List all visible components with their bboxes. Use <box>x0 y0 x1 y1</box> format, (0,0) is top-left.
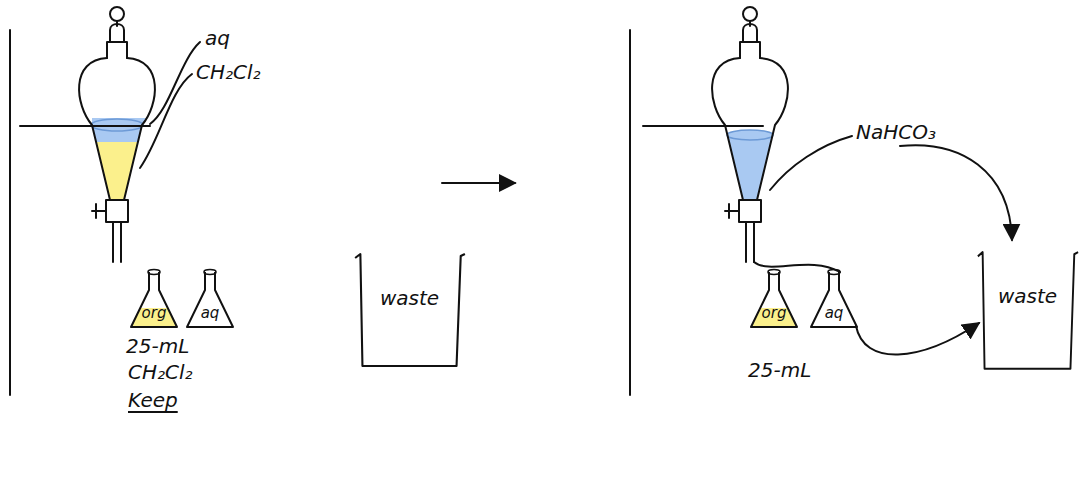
ring-stand-rod <box>629 30 631 395</box>
beaker-outline <box>352 250 467 370</box>
container-label: org <box>748 304 800 322</box>
erlenmeyer-flask: aq <box>184 268 236 330</box>
container-label: aq <box>184 304 236 322</box>
ring-stand-rod <box>9 30 11 395</box>
layer-label: aq <box>205 26 230 50</box>
container-label: waste <box>352 286 467 310</box>
solvent-note: CH₂Cl₂ <box>128 360 193 384</box>
separatory-funnel <box>20 7 200 262</box>
waste-beaker: waste <box>352 250 467 370</box>
ring-clamp <box>20 125 150 127</box>
volume-note: 25-mL <box>748 358 811 382</box>
beaker-outline <box>975 248 1080 373</box>
keep-note: Keep <box>128 388 178 412</box>
volume-note: 25-mL <box>126 334 189 358</box>
step-arrow <box>442 182 515 184</box>
erlenmeyer-flask: org <box>748 268 800 330</box>
container-label: aq <box>808 304 860 322</box>
drain-line <box>754 262 840 272</box>
layer-label: NaHCO₃ <box>856 120 936 144</box>
leader-line <box>140 74 192 168</box>
separatory-funnel <box>643 7 788 262</box>
waste-beaker: waste <box>975 248 1080 373</box>
container-label: org <box>128 304 180 322</box>
discard-arrow <box>900 145 1012 240</box>
transfer-arrow <box>856 323 979 355</box>
container-label: waste <box>975 284 1080 308</box>
ring-clamp <box>643 125 763 127</box>
layer-label: CH₂Cl₂ <box>196 60 261 84</box>
leader-line <box>770 136 852 190</box>
leader-line <box>150 42 200 124</box>
erlenmeyer-flask: aq <box>808 268 860 330</box>
erlenmeyer-flask: org <box>128 268 180 330</box>
